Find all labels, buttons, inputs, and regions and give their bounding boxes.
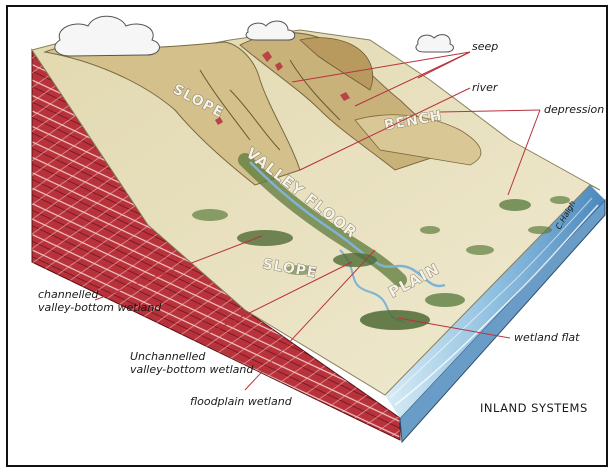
callout-unchannelled-line2: valley-bottom wetland	[130, 363, 254, 376]
callout-channelled-line2: valley-bottom wetland	[38, 301, 162, 314]
callout-channelled-line1: channelled	[38, 288, 99, 301]
callout-floodplain: floodplain wetland	[190, 395, 293, 408]
callout-depression: depression	[544, 103, 604, 116]
diagram-title: INLAND SYSTEMS	[480, 401, 588, 415]
callout-unchannelled-line1: Unchannelled	[130, 350, 206, 363]
callout-seep: seep	[472, 40, 498, 53]
callout-river: river	[472, 81, 499, 94]
callout-wetland-flat: wetland flat	[514, 331, 580, 344]
